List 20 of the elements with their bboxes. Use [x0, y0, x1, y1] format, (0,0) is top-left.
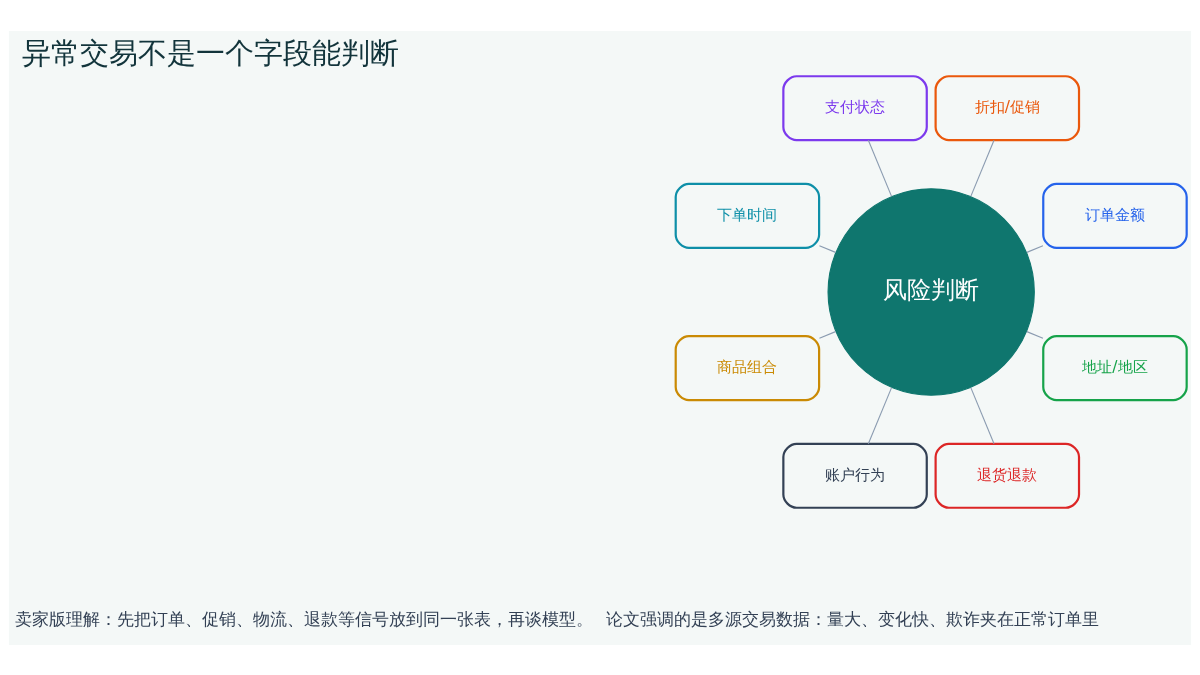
label: 卖家版理解：先把订单、促销、物流、退款等信号放到同一张表，再谈模型。: [15, 609, 593, 629]
connector: [970, 139, 995, 197]
label: 论文强调的是多源交易数据：量大、变化快、欺诈夹在正常订单里: [606, 609, 1100, 629]
connector: [1026, 330, 1044, 339]
node-box: 退货退款: [934, 442, 1081, 509]
connector: [1026, 244, 1044, 253]
connector: [818, 330, 837, 339]
node-box: 订单金额: [1042, 182, 1188, 249]
node-box: 折扣/促销: [934, 74, 1081, 141]
connector: [867, 139, 893, 197]
node-box: 商品组合: [674, 334, 821, 401]
connector: [970, 386, 995, 444]
connector: [818, 244, 837, 253]
node-box: 地址/地区: [1042, 334, 1188, 401]
node-box: 下单时间: [674, 182, 821, 249]
diagram-title: 异常交易不是一个字段能判断: [22, 35, 400, 70]
connector: [867, 386, 893, 444]
node-box: 账户行为: [782, 442, 928, 509]
node-circle: 风险判断: [827, 187, 1035, 396]
node-box: 支付状态: [782, 74, 928, 141]
